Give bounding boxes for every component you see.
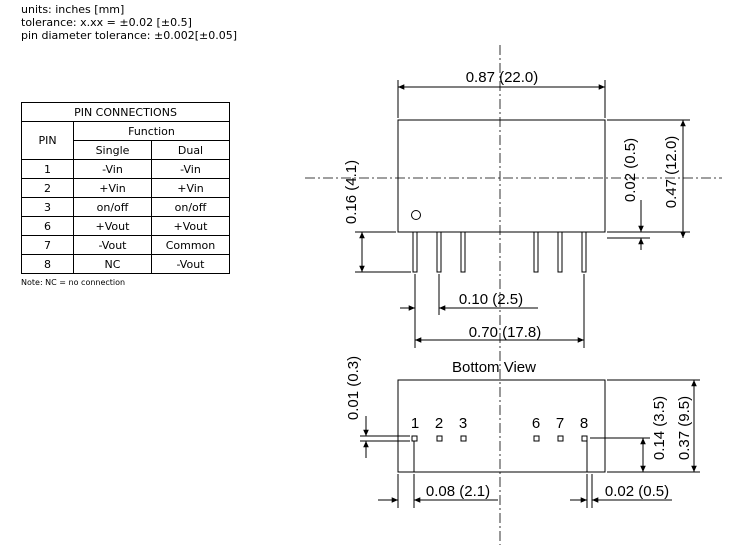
table-row: 3 on/off on/off xyxy=(21,197,230,217)
pin-label: 6 xyxy=(532,415,540,432)
pin-pad xyxy=(581,435,588,442)
dual-function: Common xyxy=(151,235,230,255)
single-function: NC xyxy=(73,254,152,274)
body-standoff xyxy=(397,226,606,232)
module-body xyxy=(397,119,606,233)
edge-pin-dimension: 0.08 (2.1) xyxy=(426,483,490,500)
table-title: PIN CONNECTIONS xyxy=(21,102,230,122)
bottom-view-title: Bottom View xyxy=(452,359,536,376)
depth-dimension: 0.37 (9.5) xyxy=(676,396,693,460)
table-row: 6 +Vout +Vout xyxy=(21,216,230,236)
pin xyxy=(436,231,442,273)
pin-label: 7 xyxy=(556,415,564,432)
header-dual: Dual xyxy=(151,140,230,160)
pin xyxy=(533,231,539,273)
pin-label: 3 xyxy=(459,415,467,432)
pins-bottom xyxy=(411,435,588,442)
nc-note: Note: NC = no connection xyxy=(21,278,126,287)
table-row: 2 +Vin +Vin xyxy=(21,178,230,198)
pin-pad xyxy=(436,435,443,442)
pin-offset-dimension: 0.02 (0.5) xyxy=(622,138,639,202)
height-dimension: 0.47 (12.0) xyxy=(663,136,680,209)
pin-row-dimension: 0.14 (3.5) xyxy=(651,396,668,460)
pin xyxy=(581,231,587,273)
table-row: 8 NC -Vout xyxy=(21,254,230,274)
pin-connections-table: PIN CONNECTIONS PIN Function Single Dual… xyxy=(21,102,230,274)
tolerance-note: tolerance: x.xx = ±0.02 [±0.5] xyxy=(21,16,192,29)
dual-function: +Vout xyxy=(151,216,230,236)
pin-pad xyxy=(557,435,564,442)
pin-label: 8 xyxy=(580,415,588,432)
pin-pad xyxy=(460,435,467,442)
pin-pad xyxy=(411,435,418,442)
dual-function: -Vin xyxy=(151,159,230,179)
pin-tolerance-note: pin diameter tolerance: ±0.002[±0.05] xyxy=(21,29,237,42)
dual-function: +Vin xyxy=(151,178,230,198)
dual-function: -Vout xyxy=(151,254,230,274)
bottom-view: Bottom View 1 2 3 6 7 8 0.01 (0.3) xyxy=(345,356,700,508)
top-margin-dimension: 0.01 (0.3) xyxy=(345,356,362,420)
bottom-outline xyxy=(397,379,606,473)
pin-length-dimension: 0.16 (4.1) xyxy=(343,160,360,224)
pin-edge-dimension: 0.02 (0.5) xyxy=(605,483,669,500)
pin xyxy=(412,231,418,273)
pin xyxy=(460,231,466,273)
pin-pitch-dimension: 0.10 (2.5) xyxy=(459,291,523,308)
pin xyxy=(557,231,563,273)
pins-side xyxy=(412,231,587,273)
pin-label: 1 xyxy=(411,415,419,432)
side-view: 0.87 (22.0) 0.02 (0.5) 0.47 (12.0) 0.16 … xyxy=(305,69,722,348)
table-row: 7 -Vout Common xyxy=(21,235,230,255)
width-dimension: 0.87 (22.0) xyxy=(466,69,539,86)
pin-span-dimension: 0.70 (17.8) xyxy=(469,324,542,341)
pin1-marker xyxy=(411,210,421,220)
notes-block: units: inches [mm] tolerance: x.xx = ±0.… xyxy=(21,3,237,42)
units-note: units: inches [mm] xyxy=(21,3,125,16)
pin-pad xyxy=(533,435,540,442)
pin-label: 2 xyxy=(435,415,443,432)
